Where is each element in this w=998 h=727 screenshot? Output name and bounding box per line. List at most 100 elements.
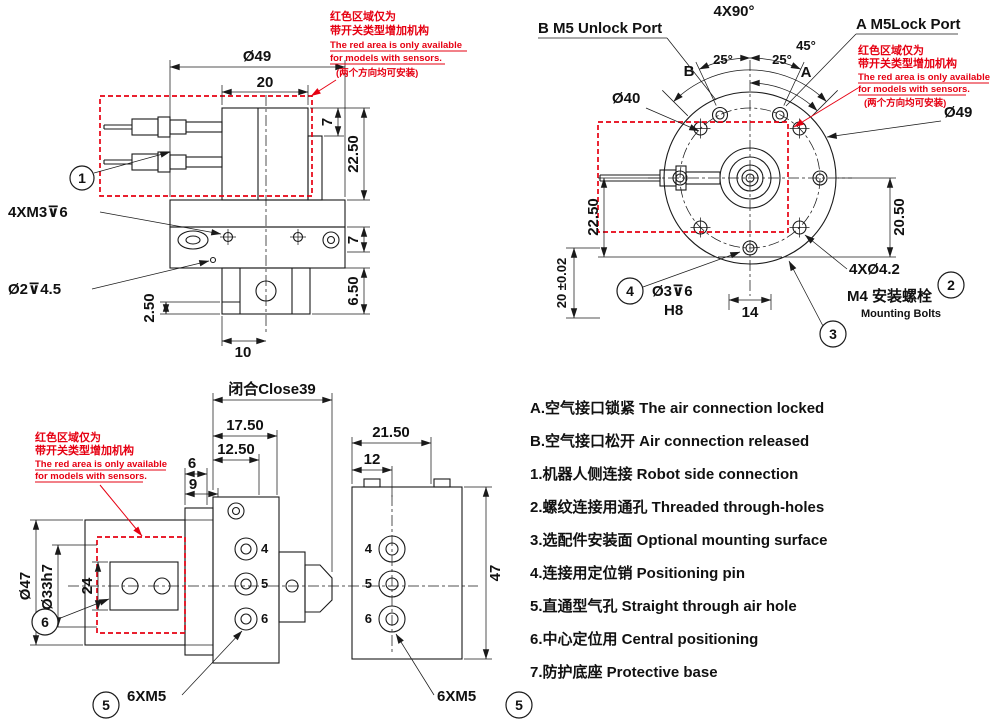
dim-d33h7: Ø33h7 [39, 564, 56, 610]
front-view: 4X90° 25° 25° 45° B A B M5 Unlock Port A… [538, 3, 990, 348]
side-view: Ø49 20 7 22.50 7 6.50 2.50 [8, 9, 467, 361]
dim-14: 14 [742, 304, 759, 321]
dim-25-right: 25° [772, 52, 792, 67]
note-cn-1: 红色区域仅为 [330, 9, 396, 23]
side-view-dimensions: Ø49 20 7 22.50 7 6.50 2.50 [8, 48, 370, 361]
label-unlock-port: B M5 Unlock Port [538, 20, 662, 37]
legend-item-4: 4.连接用定位销 Positioning pin [530, 564, 745, 582]
front-view-dimensions: Ø40 Ø49 22.50 20.50 20 ±0.02 Ø3⊽6 H8 14 … [554, 90, 972, 321]
note-en-1: The red area is only available [330, 40, 462, 51]
label-6xm5-left: 6XM5 [127, 688, 166, 705]
label-m4-cn: M4 安装螺栓 [847, 287, 932, 305]
dim-12-50: 12.50 [217, 441, 255, 458]
port-number-5-face: 5 [365, 576, 372, 591]
dim-45: 45° [796, 38, 816, 53]
note-cn-3: (两个方向均可安装) [864, 97, 946, 109]
sensor-note-bottom-left: 红色区域仅为 带开关类型增加机构 The red area is only av… [35, 430, 167, 537]
note-cn-2: 带开关类型增加机构 [330, 23, 429, 37]
note-en-1: The red area is only available [858, 72, 990, 83]
sensor-area-highlight-front [597, 121, 789, 233]
callout-1: 1 [69, 151, 171, 191]
legend: A.空气接口锁紧 The air connection locked B.空气接… [530, 399, 828, 681]
dim-7-mid: 7 [345, 236, 362, 244]
front-view-shaft [599, 165, 721, 191]
sensor-connector-top [103, 116, 223, 138]
callout-4: 4 [616, 251, 741, 305]
note-cn-1: 红色区域仅为 [35, 430, 101, 444]
legend-item-3: 3.选配件安装面 Optional mounting surface [530, 531, 828, 549]
note-en-2: for models with sensors. [35, 471, 147, 482]
legend-item-2: 2.螺纹连接用通孔 Threaded through-holes [530, 498, 824, 516]
label-4x-d4-2: 4XØ4.2 [849, 261, 900, 278]
callout-6: 6 [31, 598, 110, 636]
dim-6: 6 [188, 455, 196, 472]
label-d2-depth4-5: Ø2⊽4.5 [8, 281, 61, 298]
callout-5-right: 5 [505, 691, 533, 719]
dim-close-39: 闭合Close39 [228, 380, 316, 398]
port-number-5: 5 [261, 576, 268, 591]
port-number-4: 4 [261, 541, 269, 556]
label-h8: H8 [664, 302, 683, 319]
note-cn-2: 带开关类型增加机构 [858, 56, 957, 70]
callout-5-right-number: 5 [515, 697, 523, 713]
label-d3-depth6: Ø3⊽6 [652, 283, 693, 300]
note-en-2: for models with sensors. [330, 53, 442, 64]
port-number-6: 6 [261, 611, 268, 626]
callout-5-left-number: 5 [102, 697, 110, 713]
dim-21-50: 21.50 [372, 424, 410, 441]
callout-1-number: 1 [78, 170, 86, 186]
left-assembly-ports: 4 5 6 [234, 537, 269, 631]
note-en-2: for models with sensors. [858, 84, 970, 95]
note-cn-2: 带开关类型增加机构 [35, 443, 134, 457]
note-cn-3: (两个方向均可安装) [336, 67, 418, 79]
dim-22-50-front: 22.50 [585, 198, 602, 236]
dim-12: 12 [364, 451, 381, 468]
dim-24: 24 [79, 577, 96, 594]
legend-item-6: 6.中心定位用 Central positioning [530, 630, 758, 648]
bottom-view-dimensions: 闭合Close39 17.50 12.50 6 9 21.50 12 Ø47 [17, 380, 504, 705]
callout-6-number: 6 [41, 614, 49, 630]
bottom-view: 4 5 6 4 5 6 闭合Close39 17.50 12.50 [17, 380, 533, 719]
side-view-outline [169, 95, 346, 332]
face-view: 4 5 6 [351, 478, 463, 660]
port-labels: B M5 Unlock Port A M5Lock Port [538, 16, 960, 107]
callout-2-number: 2 [947, 277, 955, 293]
legend-item-1: 1.机器人侧连接 Robot side connection [530, 465, 798, 483]
dim-diameter-49: Ø49 [243, 48, 271, 65]
legend-item-a: A.空气接口锁紧 The air connection locked [530, 399, 824, 417]
dim-22-50: 22.50 [345, 135, 362, 173]
label-m4-en: Mounting Bolts [861, 308, 941, 320]
label-4xm3-depth6: 4XM3⊽6 [8, 204, 68, 221]
label-6xm5-right: 6XM5 [437, 688, 476, 705]
note-cn-1: 红色区域仅为 [858, 43, 924, 57]
dim-10: 10 [235, 344, 252, 361]
dim-d47: Ø47 [17, 572, 34, 600]
port-number-6-face: 6 [365, 611, 372, 626]
dim-diameter-40: Ø40 [612, 90, 640, 107]
bottom-view-outline [68, 496, 478, 664]
dim-diameter-49-front: Ø49 [944, 104, 972, 121]
label-lock-port: A M5Lock Port [856, 16, 960, 33]
dim-25-left: 25° [713, 52, 733, 67]
callout-4-number: 4 [626, 283, 634, 299]
note-en-1: The red area is only available [35, 459, 167, 470]
dim-20-50: 20.50 [891, 198, 908, 236]
dim-4x90: 4X90° [713, 3, 754, 20]
sensor-area-highlight [99, 95, 313, 197]
dim-17-50: 17.50 [226, 417, 264, 434]
port-number-4-face: 4 [365, 541, 373, 556]
dim-20: 20 [257, 74, 274, 91]
callout-3-number: 3 [829, 326, 837, 342]
letter-b: B [684, 63, 695, 80]
legend-item-7: 7.防护底座 Protective base [530, 663, 718, 681]
side-view-holes [177, 229, 340, 264]
sensor-connector-bottom [103, 151, 223, 173]
callout-3: 3 [788, 260, 847, 348]
callout-2: 2 [937, 271, 965, 299]
dim-20-tolerance: 20 ±0.02 [554, 258, 569, 309]
dim-2-50: 2.50 [141, 293, 158, 322]
dim-7-top: 7 [319, 118, 336, 126]
sensor-note-top-left: 红色区域仅为 带开关类型增加机构 The red area is only av… [310, 9, 467, 97]
dim-9: 9 [189, 476, 197, 493]
